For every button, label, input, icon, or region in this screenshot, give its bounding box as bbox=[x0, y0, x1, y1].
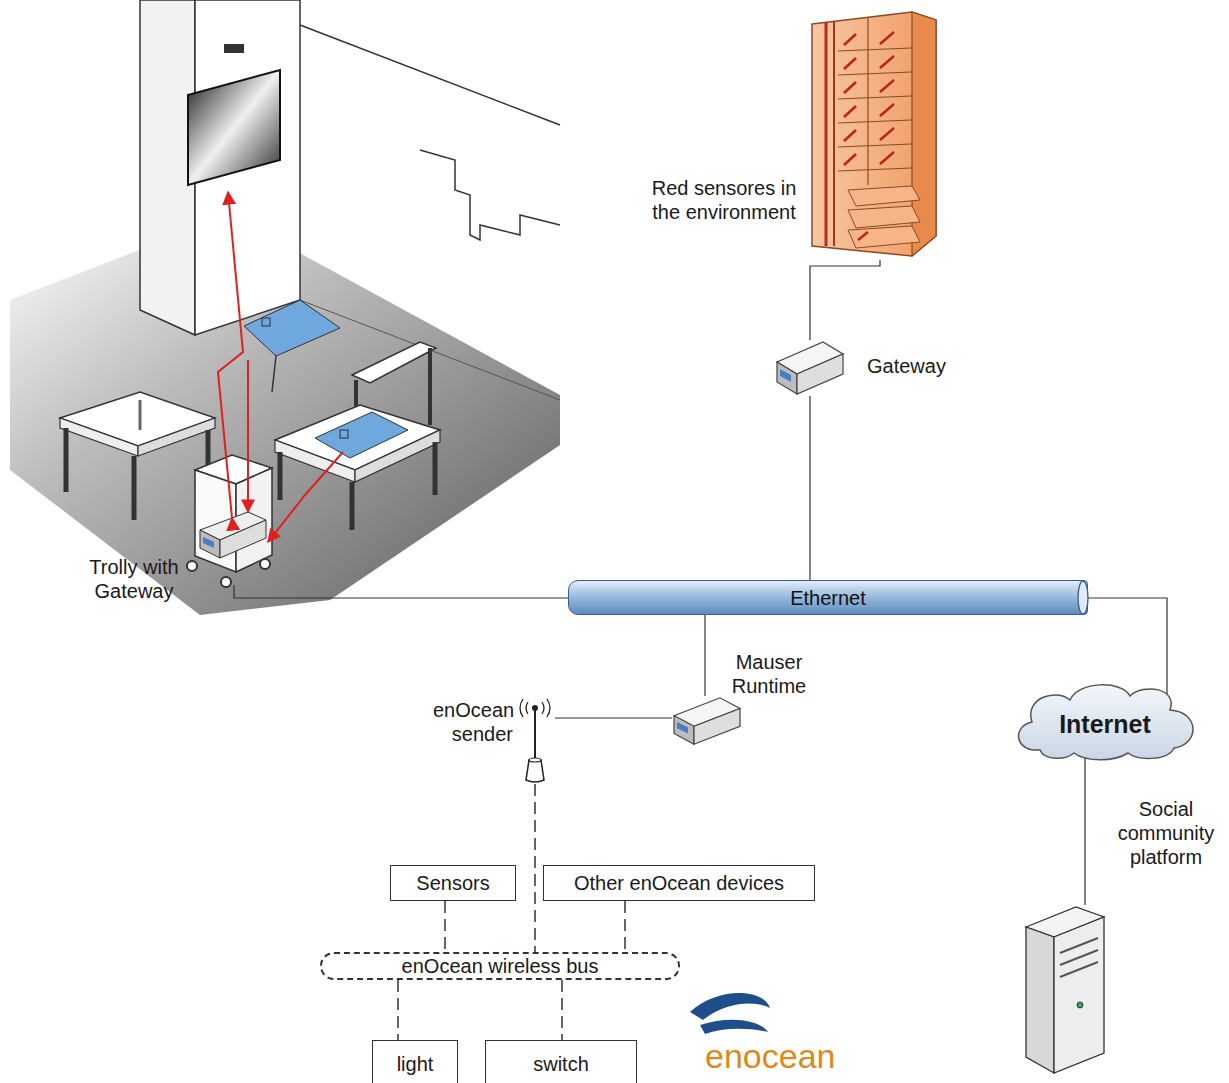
network-link bbox=[810, 260, 880, 340]
node-label: Gateway bbox=[867, 354, 977, 378]
gateway-device: Gateway bbox=[775, 340, 845, 396]
wireless-link bbox=[624, 901, 626, 952]
process-box: switch bbox=[485, 1040, 637, 1083]
trolley-gateway: Trolly with Gateway bbox=[192, 455, 274, 585]
process-box: Sensors bbox=[390, 865, 516, 901]
network-link bbox=[809, 396, 810, 580]
mauser-runtime-device: Mauser Runtime bbox=[672, 696, 742, 746]
wireless-link bbox=[397, 980, 399, 1040]
node-label: Internet bbox=[1059, 712, 1151, 736]
node-label: switch bbox=[533, 1052, 589, 1076]
ethernet-band: Ethernet bbox=[568, 580, 1088, 615]
wireless-link bbox=[561, 980, 563, 1040]
enocean-sender-antenna: enOcean sender bbox=[515, 698, 555, 784]
logo-swoosh bbox=[690, 993, 770, 1034]
room bbox=[10, 0, 560, 615]
node-label: Mauser Runtime bbox=[724, 650, 814, 698]
node-label: Other enOcean devices bbox=[574, 871, 784, 895]
process-box: light bbox=[372, 1040, 458, 1083]
node-label: Trolly with Gateway bbox=[78, 555, 190, 603]
node-label: Sensors bbox=[416, 871, 489, 895]
node-label: Ethernet bbox=[790, 586, 866, 610]
logo-text: enocean bbox=[705, 1036, 835, 1076]
internet-cloud: Internet bbox=[1010, 680, 1200, 762]
server: Social community platform bbox=[1018, 905, 1108, 1077]
wireless-link bbox=[534, 784, 536, 952]
wardrobe-with-sensors: Red sensores in the environment bbox=[640, 10, 940, 260]
network-link bbox=[555, 717, 672, 718]
network-link bbox=[1088, 598, 1167, 694]
band-end bbox=[1077, 580, 1091, 615]
node-label: light bbox=[397, 1052, 434, 1076]
enocean-wireless-bus: enOcean wireless bus bbox=[320, 952, 680, 980]
network-link bbox=[704, 615, 705, 696]
wireless-link bbox=[444, 901, 446, 952]
node-label: Social community platform bbox=[1104, 797, 1228, 869]
process-box: Other enOcean devices bbox=[543, 865, 815, 901]
network-link bbox=[1084, 758, 1085, 905]
node-label: enOcean wireless bus bbox=[402, 954, 599, 978]
node-label: Red sensores in the environment bbox=[640, 176, 808, 224]
node-label: enOcean sender bbox=[433, 698, 513, 746]
network-link bbox=[234, 585, 568, 598]
